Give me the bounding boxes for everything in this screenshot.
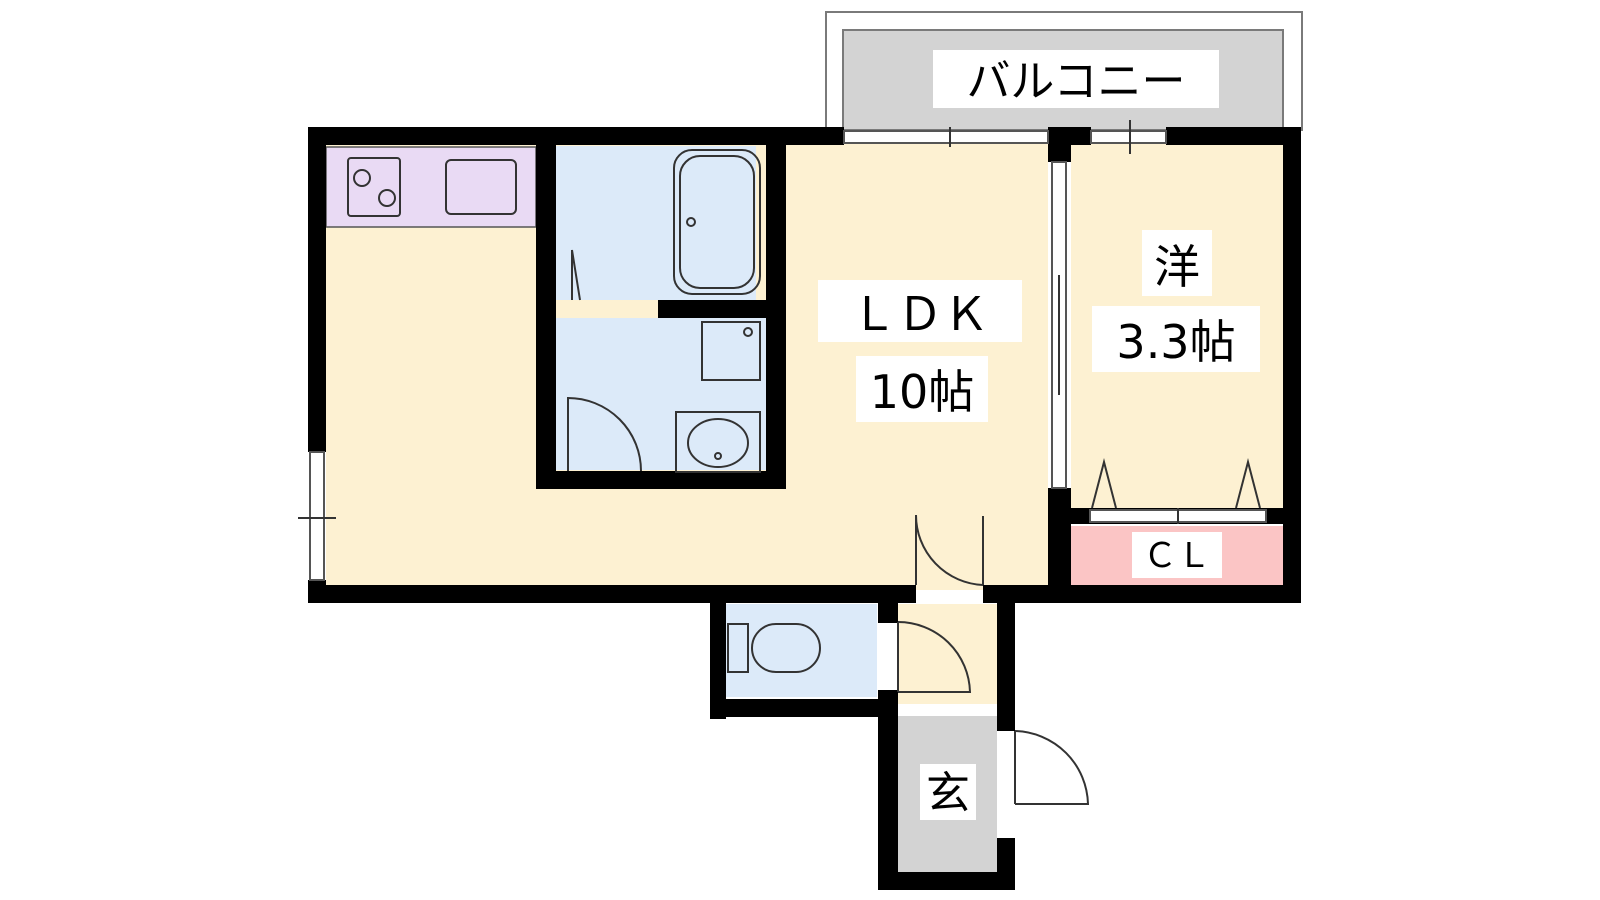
doors — [567, 249, 1261, 805]
ldk-label-bg — [818, 280, 1022, 342]
western-size-bg — [1092, 306, 1260, 372]
balcony-label: バルコニー — [966, 56, 1185, 107]
wall-left-upper — [308, 127, 326, 452]
windows — [298, 120, 1267, 581]
ldk-size-bg — [856, 356, 988, 422]
toilet-floor — [725, 604, 877, 697]
ldk-name-label: ＬＤＫ — [851, 287, 989, 341]
door-bathroom — [571, 249, 581, 301]
wall-right — [1283, 127, 1301, 601]
door-toilet — [897, 621, 972, 693]
bathroom-floor — [556, 146, 756, 300]
wall-hall-right — [997, 603, 1015, 731]
wall-toilet-bottom — [710, 699, 898, 717]
entrance-label: 玄 — [926, 768, 970, 819]
stove-burner-2 — [378, 189, 396, 207]
washbasin-bowl — [687, 418, 749, 468]
wall-ldk-western-lower — [1048, 488, 1071, 603]
wall-toilet-left — [710, 603, 726, 719]
labels: バルコニー ＬＤＫ 10帖 洋 3.3帖 ＣＬ 玄 — [818, 50, 1260, 820]
closet-label-bg — [1132, 532, 1222, 578]
wall-ldk-western — [1048, 127, 1071, 162]
wall-entrance-bottom — [878, 872, 1015, 890]
door-ldk-hall — [914, 514, 984, 586]
hall-floor — [897, 604, 997, 704]
washroom-floor — [556, 318, 766, 470]
door-washroom — [567, 396, 642, 472]
bathtub — [673, 149, 761, 295]
room-floors — [325, 142, 1283, 872]
side-window-ldk — [309, 451, 325, 581]
washbasin-drain — [714, 452, 722, 460]
wall-top-corner — [1166, 127, 1300, 145]
wall-top-left — [308, 127, 844, 145]
stove — [347, 157, 401, 217]
balcony-window-western — [1090, 130, 1167, 144]
ldk-size-label: 10帖 — [870, 365, 975, 419]
fixtures — [347, 149, 821, 673]
western-size-label: 3.3帖 — [1116, 315, 1235, 369]
balcony-window-ldk — [843, 130, 1049, 144]
stove-burner-1 — [353, 169, 371, 187]
western-name-bg — [1142, 230, 1212, 296]
washing-machine-pan — [701, 321, 761, 381]
wall-bottom-left — [308, 585, 916, 603]
wall-bath-wash-divider — [658, 300, 766, 318]
bathtub-drain — [686, 217, 696, 227]
wall-bath-bottom — [536, 471, 786, 489]
toilet-tank — [727, 623, 749, 673]
closet-label: ＣＬ — [1143, 536, 1211, 576]
entrance-label-bg — [920, 764, 976, 820]
wall-toilet-right — [878, 603, 898, 623]
closet-door-right — [1235, 458, 1261, 509]
bathtub-inner — [679, 155, 755, 289]
balcony-label-bg — [933, 50, 1219, 108]
wall-bath-left — [536, 127, 556, 489]
balcony — [825, 11, 1303, 131]
western-name-label: 洋 — [1154, 240, 1200, 294]
kitchen-sink — [445, 159, 517, 215]
wall-bottom-right — [983, 585, 1301, 603]
toilet-seat — [751, 623, 821, 673]
washing-machine-drain — [743, 327, 753, 337]
wall-toilet-right-lower — [878, 690, 898, 890]
door-entrance — [1014, 730, 1090, 805]
wall-bath-right — [766, 127, 786, 489]
closet-door-left — [1091, 458, 1117, 509]
washbasin — [675, 411, 761, 473]
